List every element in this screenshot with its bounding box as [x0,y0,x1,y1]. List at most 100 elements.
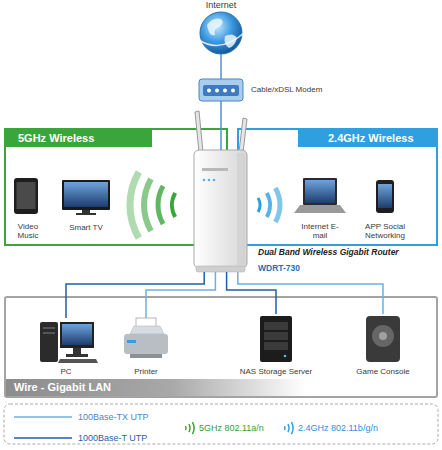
legend-frame [185,426,187,430]
cable-line [238,272,383,314]
legend-frame [189,424,190,432]
nas-icon [260,316,292,362]
printer-icon [124,334,168,354]
tv-icon [82,210,90,213]
tablet-icon [14,178,38,214]
globe-icon [199,12,245,54]
console-icon [366,316,400,362]
nas-icon [264,322,288,330]
legend-frame [284,426,286,430]
router-icon [213,179,216,182]
router-icon [196,266,245,272]
wifi-waves-5ghz [144,179,151,231]
node-label: Internet [186,0,256,10]
nas-icon [264,332,288,340]
printer-icon [127,340,136,343]
legend-label: 2.4GHz 802.11b/g/n [298,423,423,433]
cable-line [220,101,222,150]
modem-icon [199,79,243,101]
pc-icon [40,322,58,362]
laptop-icon [303,178,337,205]
modem-icon [215,89,219,93]
device-label: Smart TV [58,223,114,232]
wifi-waves-5ghz [172,193,175,217]
model-number: WDRT-730 [258,263,338,273]
pc-icon [73,348,81,354]
legend-frame [4,404,438,444]
lan-panel: Wire - Gigabit LAN PC Printer NAS Storage S… [4,296,438,398]
laptop-icon [294,178,346,213]
panel-heading: 2.4GHz Wireless [298,130,436,147]
wireless-panel: 2.4GHz WirelessInternet E-mailAPP Social… [237,128,438,246]
printer-icon [136,318,156,330]
client-device: APP Social Networking [355,178,415,240]
device-label: NAS Storage Server [234,367,318,376]
router-icon [203,179,206,182]
console-icon [366,316,400,362]
phone-icon [376,180,394,213]
lan-device: Game Console [350,314,416,376]
client-device: Smart TV [58,178,114,240]
device-label: APP Social Networking [355,222,415,240]
nas-icon [284,355,287,358]
console-icon [372,325,394,347]
legend-frame [192,422,194,434]
lan-device: Printer [118,318,174,376]
device-label: Printer [118,367,174,376]
panel-heading: 5GHz Wireless [6,130,152,147]
legend-label: 5GHz 802.11a/n [199,423,284,433]
tv-icon [64,182,108,207]
modem-icon [199,79,243,101]
cable-line [146,272,215,318]
wifi-waves-24ghz [267,193,270,217]
modem-icon [207,89,211,93]
laptop-icon [294,205,346,213]
modem-icon [203,85,239,96]
lan-device: NAS Storage Server [234,314,318,376]
cable-line [66,272,204,318]
legend-frame [14,416,72,418]
router-icon [202,168,228,171]
legend-frame [4,404,438,444]
lan-device: PC [36,318,96,376]
router-icon [194,150,247,268]
nas-icon [260,316,292,362]
tablet-icon [14,178,38,214]
globe-icon [199,32,245,45]
wifi-waves-24ghz [275,188,280,222]
nas-icon [264,342,288,350]
wifi-waves-5ghz [158,186,163,224]
modem-icon [223,89,227,93]
printer-icon [130,326,164,334]
tv-icon [62,180,110,215]
legend-label: 1000Base-T UTP [78,433,178,443]
printer-icon [130,354,162,358]
router-box: Dual Band Wireless Gigabit RouterWDRT-73… [193,150,249,272]
pc-icon [66,354,88,357]
wifi-waves-24ghz [258,188,280,222]
modem-box: Cable/xDSL Modem [199,79,243,101]
phone-icon [376,180,394,213]
printer-icon [124,318,168,358]
tv-icon [62,180,110,210]
pc-icon [62,324,92,345]
device-label: PC [36,367,96,376]
router-icon [194,111,247,272]
router-icon [208,179,211,182]
wireless-panel: 5GHz WirelessVideo MusicSmart TV [4,128,228,246]
device-label: Game Console [350,367,416,376]
legend-frame [291,422,293,434]
internet-globe: Internet [200,12,242,54]
pc-icon [43,327,55,329]
globe-icon [207,19,223,36]
modem-icon [231,89,235,93]
tv-icon [76,213,96,215]
tablet-icon [17,182,36,209]
panel-heading: Wire - Gigabit LAN [6,379,306,396]
node-label: Cable/xDSL Modem [251,85,361,94]
router-icon [239,118,247,152]
legend-label: 100Base-TX UTP [78,412,178,422]
legend-frame [14,437,72,439]
